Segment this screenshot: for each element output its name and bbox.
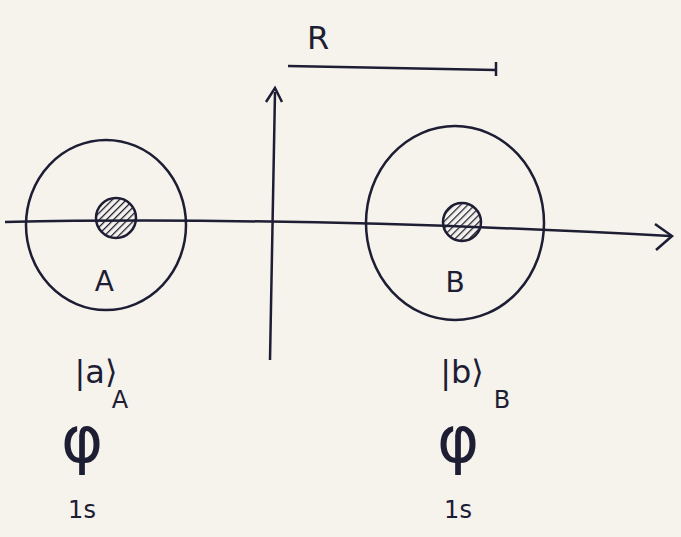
orbital-superscript: B	[494, 386, 510, 414]
orbital-symbol: φ	[61, 403, 103, 477]
atom-letter: A	[95, 264, 114, 297]
atom-circle: A	[24, 138, 188, 312]
orbital-subscript: 1s	[68, 496, 96, 524]
atom-letter: B	[445, 266, 464, 299]
atom-circle: B	[364, 124, 546, 322]
orbital-subscript: 1s	[444, 496, 472, 524]
distance-label: R	[307, 19, 329, 57]
orbital-superscript: A	[112, 386, 128, 414]
ket-label: |b⟩	[440, 353, 484, 391]
orbital-symbol: φ	[437, 403, 479, 477]
ket-label: |a⟩	[75, 353, 118, 391]
